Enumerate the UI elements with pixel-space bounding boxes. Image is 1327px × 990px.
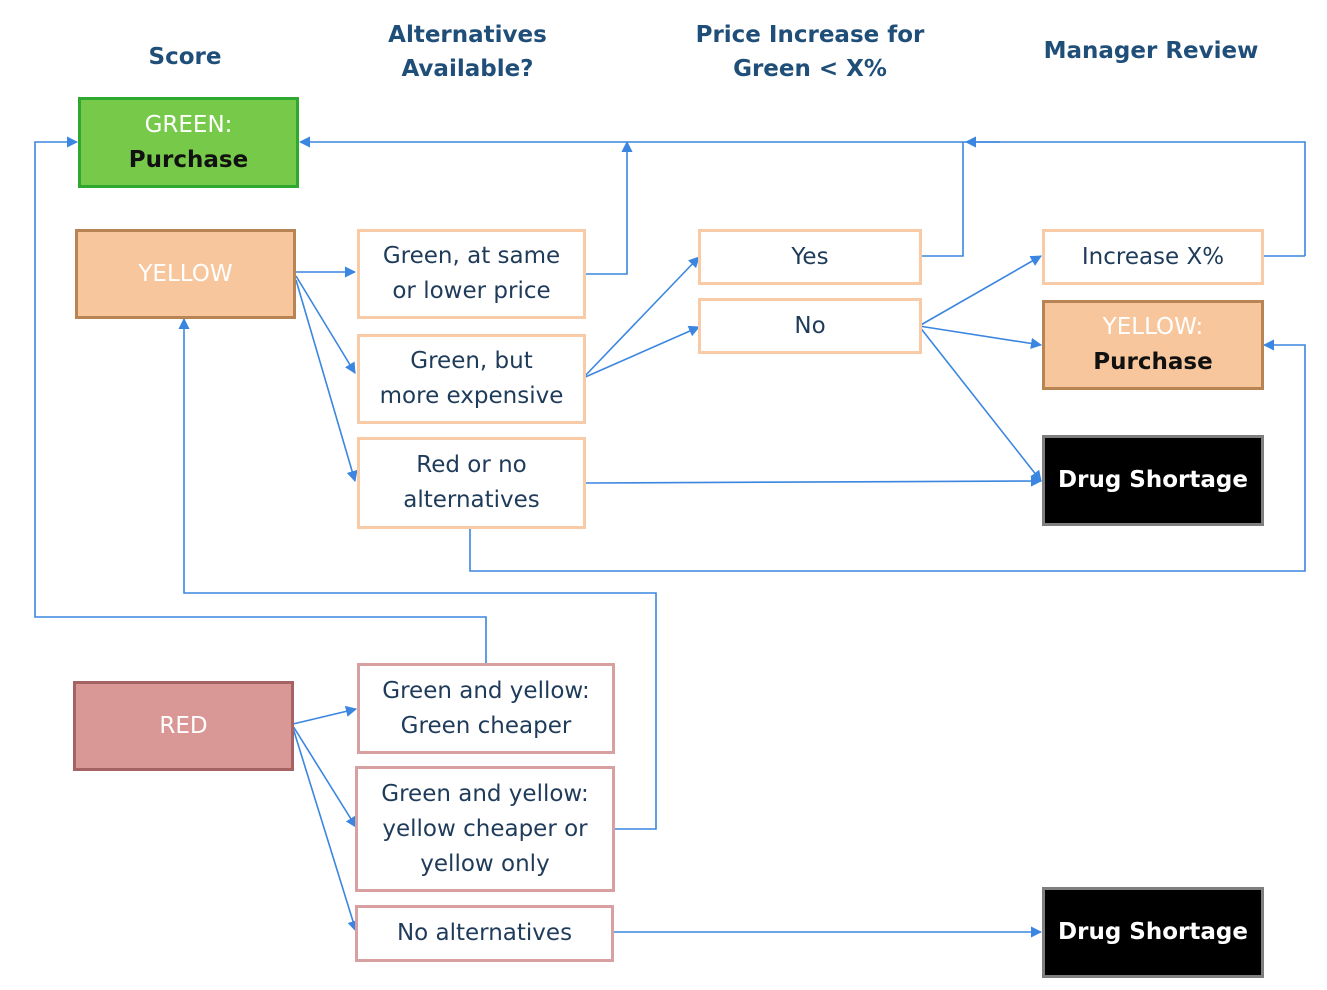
box-green-same-price: Green, at same or lower price: [357, 229, 586, 319]
header-score: Score: [100, 40, 270, 74]
header-alternatives-line2: Available?: [401, 56, 534, 82]
box-red-score: RED: [73, 681, 294, 771]
arrow-no-to-drug-shortage: [918, 325, 1042, 482]
yes-label: Yes: [791, 243, 829, 270]
yellow-cheaper-line1: Green and yellow:: [381, 780, 589, 807]
more-expensive-line1: Green, but: [410, 348, 533, 374]
arrow-same-price-to-green: [586, 140, 633, 275]
box-green-yellow-yellow-cheaper: Green and yellow: yellow cheaper or yell…: [355, 766, 615, 892]
drug-shortage-bottom-label: Drug Shortage: [1058, 919, 1248, 945]
arrow-yellow-to-more-expensive: [295, 275, 356, 374]
arrow-no-to-increase: [918, 255, 1042, 327]
yellow-purchase-line2: Purchase: [1093, 349, 1213, 375]
arrow-red-to-no-alternatives: [292, 727, 359, 933]
drug-shortage-top-label: Drug Shortage: [1058, 467, 1248, 493]
yellow-score-label: YELLOW: [138, 260, 233, 287]
box-green-more-expensive: Green, but more expensive: [357, 334, 586, 424]
same-price-line1: Green, at same: [382, 243, 561, 269]
box-yellow-score: YELLOW: [75, 229, 296, 319]
box-red-or-no-alternatives: Red or no alternatives: [357, 437, 586, 529]
arrow-no-to-yellow-purchase: [918, 325, 1043, 349]
arrow-red-or-no-alt-to-yellow-purchase: [469, 339, 1306, 572]
arrow-red-or-no-alt-to-shortage: [585, 475, 1043, 487]
header-price-line2: Green < X%: [733, 56, 887, 82]
yellow-cheaper-line3: yellow only: [420, 850, 550, 877]
red-score-label: RED: [159, 712, 208, 739]
no-alternatives-label: No alternatives: [396, 920, 573, 946]
header-price-line1: Price Increase for: [695, 22, 925, 48]
green-cheaper-line2: Green cheaper: [400, 712, 572, 739]
header-manager-text: Manager Review: [1043, 38, 1259, 64]
red-or-no-alt-line2: alternatives: [403, 487, 540, 513]
box-drug-shortage-bottom: Drug Shortage: [1042, 887, 1264, 978]
yellow-cheaper-line2: yellow cheaper or: [382, 815, 588, 842]
line-yes-to-return: [922, 142, 964, 257]
header-alternatives: Alternatives Available?: [350, 18, 585, 86]
arrow-yellow-to-red-or-no-alt: [295, 279, 358, 483]
yellow-purchase-line1: YELLOW:: [1102, 314, 1204, 340]
arrow-red-to-green-cheaper: [292, 705, 358, 725]
box-drug-shortage-top: Drug Shortage: [1042, 435, 1264, 526]
more-expensive-line2: more expensive: [379, 383, 564, 409]
arrow-red-to-yellow-cheaper: [292, 725, 357, 828]
header-manager-review: Manager Review: [1020, 34, 1282, 68]
header-score-text: Score: [148, 44, 222, 70]
arrow-top-return-to-green: [298, 136, 1306, 256]
increase-label: Increase X%: [1081, 243, 1225, 270]
red-or-no-alt-line1: Red or no: [416, 452, 527, 478]
green-purchase-line1: GREEN:: [144, 111, 233, 138]
arrow-yellow-cheaper-to-yellow: [178, 317, 657, 830]
box-yellow-purchase: YELLOW: Purchase: [1042, 300, 1264, 390]
no-label: No: [794, 312, 826, 339]
arrow-more-expensive-to-no: [582, 325, 701, 379]
header-price-increase: Price Increase for Green < X%: [670, 18, 950, 86]
box-green-purchase: GREEN: Purchase: [78, 97, 299, 188]
green-cheaper-line1: Green and yellow:: [382, 677, 590, 704]
box-increase-x: Increase X%: [1042, 229, 1264, 285]
box-yes: Yes: [698, 229, 922, 285]
same-price-line2: or lower price: [392, 278, 551, 304]
arrow-more-expensive-to-yes: [582, 256, 700, 379]
box-green-yellow-green-cheaper: Green and yellow: Green cheaper: [357, 663, 615, 754]
box-no-alternatives: No alternatives: [355, 905, 614, 962]
box-no: No: [698, 298, 922, 354]
header-alternatives-line1: Alternatives: [388, 22, 547, 48]
arrow-green-cheaper-to-green: [34, 136, 487, 664]
green-purchase-line2: Purchase: [128, 146, 249, 173]
